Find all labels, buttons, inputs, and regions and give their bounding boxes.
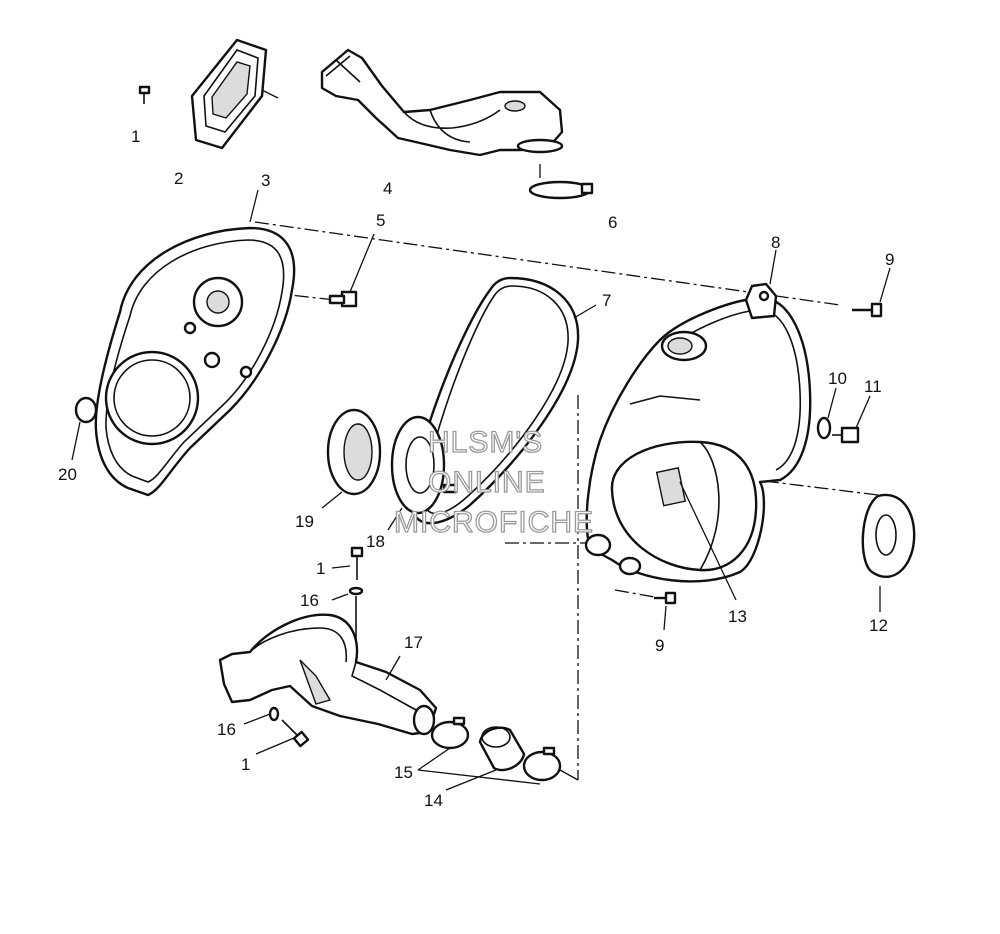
callout-8: 8: [771, 233, 780, 252]
bolt-part-5: [328, 233, 375, 308]
seal-part-19: [321, 408, 382, 509]
washer-part-10: [816, 387, 837, 440]
grommet-part-20: [71, 396, 98, 461]
drive-belt-part-7: [410, 276, 597, 525]
callout-3: 3: [261, 171, 270, 190]
coupler-part-14: [478, 726, 526, 772]
callout-12: 12: [869, 616, 888, 635]
callout-6: 6: [608, 213, 617, 232]
callout-16-middle: 16: [300, 591, 319, 610]
callout-10: 10: [828, 369, 847, 388]
callout-14: 14: [424, 791, 443, 810]
intake-boot-part-2: [190, 38, 279, 150]
callout-9-top: 9: [885, 250, 894, 269]
screw-part-9-top: [852, 267, 891, 318]
callout-9-bottom: 9: [655, 636, 664, 655]
watermark: HLSM'S ONLINE MICROFICHE: [393, 425, 594, 539]
callout-1-lower: 1: [241, 755, 250, 774]
watermark-line-2: ONLINE: [428, 466, 546, 499]
bolt-part-11: [832, 395, 871, 444]
callout-labels: 1 2 3 4 5 6 7 8 9 10 11 12 13 9 17 1 16 …: [58, 127, 894, 810]
callout-4: 4: [383, 179, 392, 198]
leader-part-13: [679, 481, 737, 601]
outer-cover-part-8: [584, 249, 812, 583]
hose-clamp-part-6: [528, 164, 594, 200]
callout-2: 2: [174, 169, 183, 188]
screw-part-1-middle: [331, 546, 364, 580]
callout-18: 18: [366, 532, 385, 551]
clamp-part-15-left: [430, 716, 470, 750]
callout-1-top: 1: [131, 127, 140, 146]
callout-20: 20: [58, 465, 77, 484]
screw-part-1: [138, 85, 151, 104]
inner-cover-part-3: [94, 189, 296, 497]
callout-15: 15: [394, 763, 413, 782]
callout-19: 19: [295, 512, 314, 531]
callout-leaders-15-14: [417, 747, 579, 791]
callout-17: 17: [404, 633, 423, 652]
washer-part-16-lower: [243, 706, 280, 725]
callout-13: 13: [728, 607, 747, 626]
callout-7: 7: [602, 291, 611, 310]
screw-part-9-bottom: [654, 591, 677, 631]
clamp-part-15-right: [522, 746, 562, 782]
backing-plate-part-18: [387, 415, 458, 531]
callout-11: 11: [864, 377, 882, 396]
gasket-part-12: [861, 493, 916, 612]
watermark-line-3: MICROFICHE: [394, 506, 594, 539]
outlet-duct-part-17: [218, 613, 438, 736]
callout-16-lower: 16: [217, 720, 236, 739]
callout-1-middle: 1: [316, 559, 325, 578]
intake-duct-part-4: [320, 48, 564, 157]
callout-5: 5: [376, 211, 385, 230]
watermark-line-1: HLSM'S: [428, 426, 543, 459]
screw-part-1-lower: [255, 719, 310, 755]
